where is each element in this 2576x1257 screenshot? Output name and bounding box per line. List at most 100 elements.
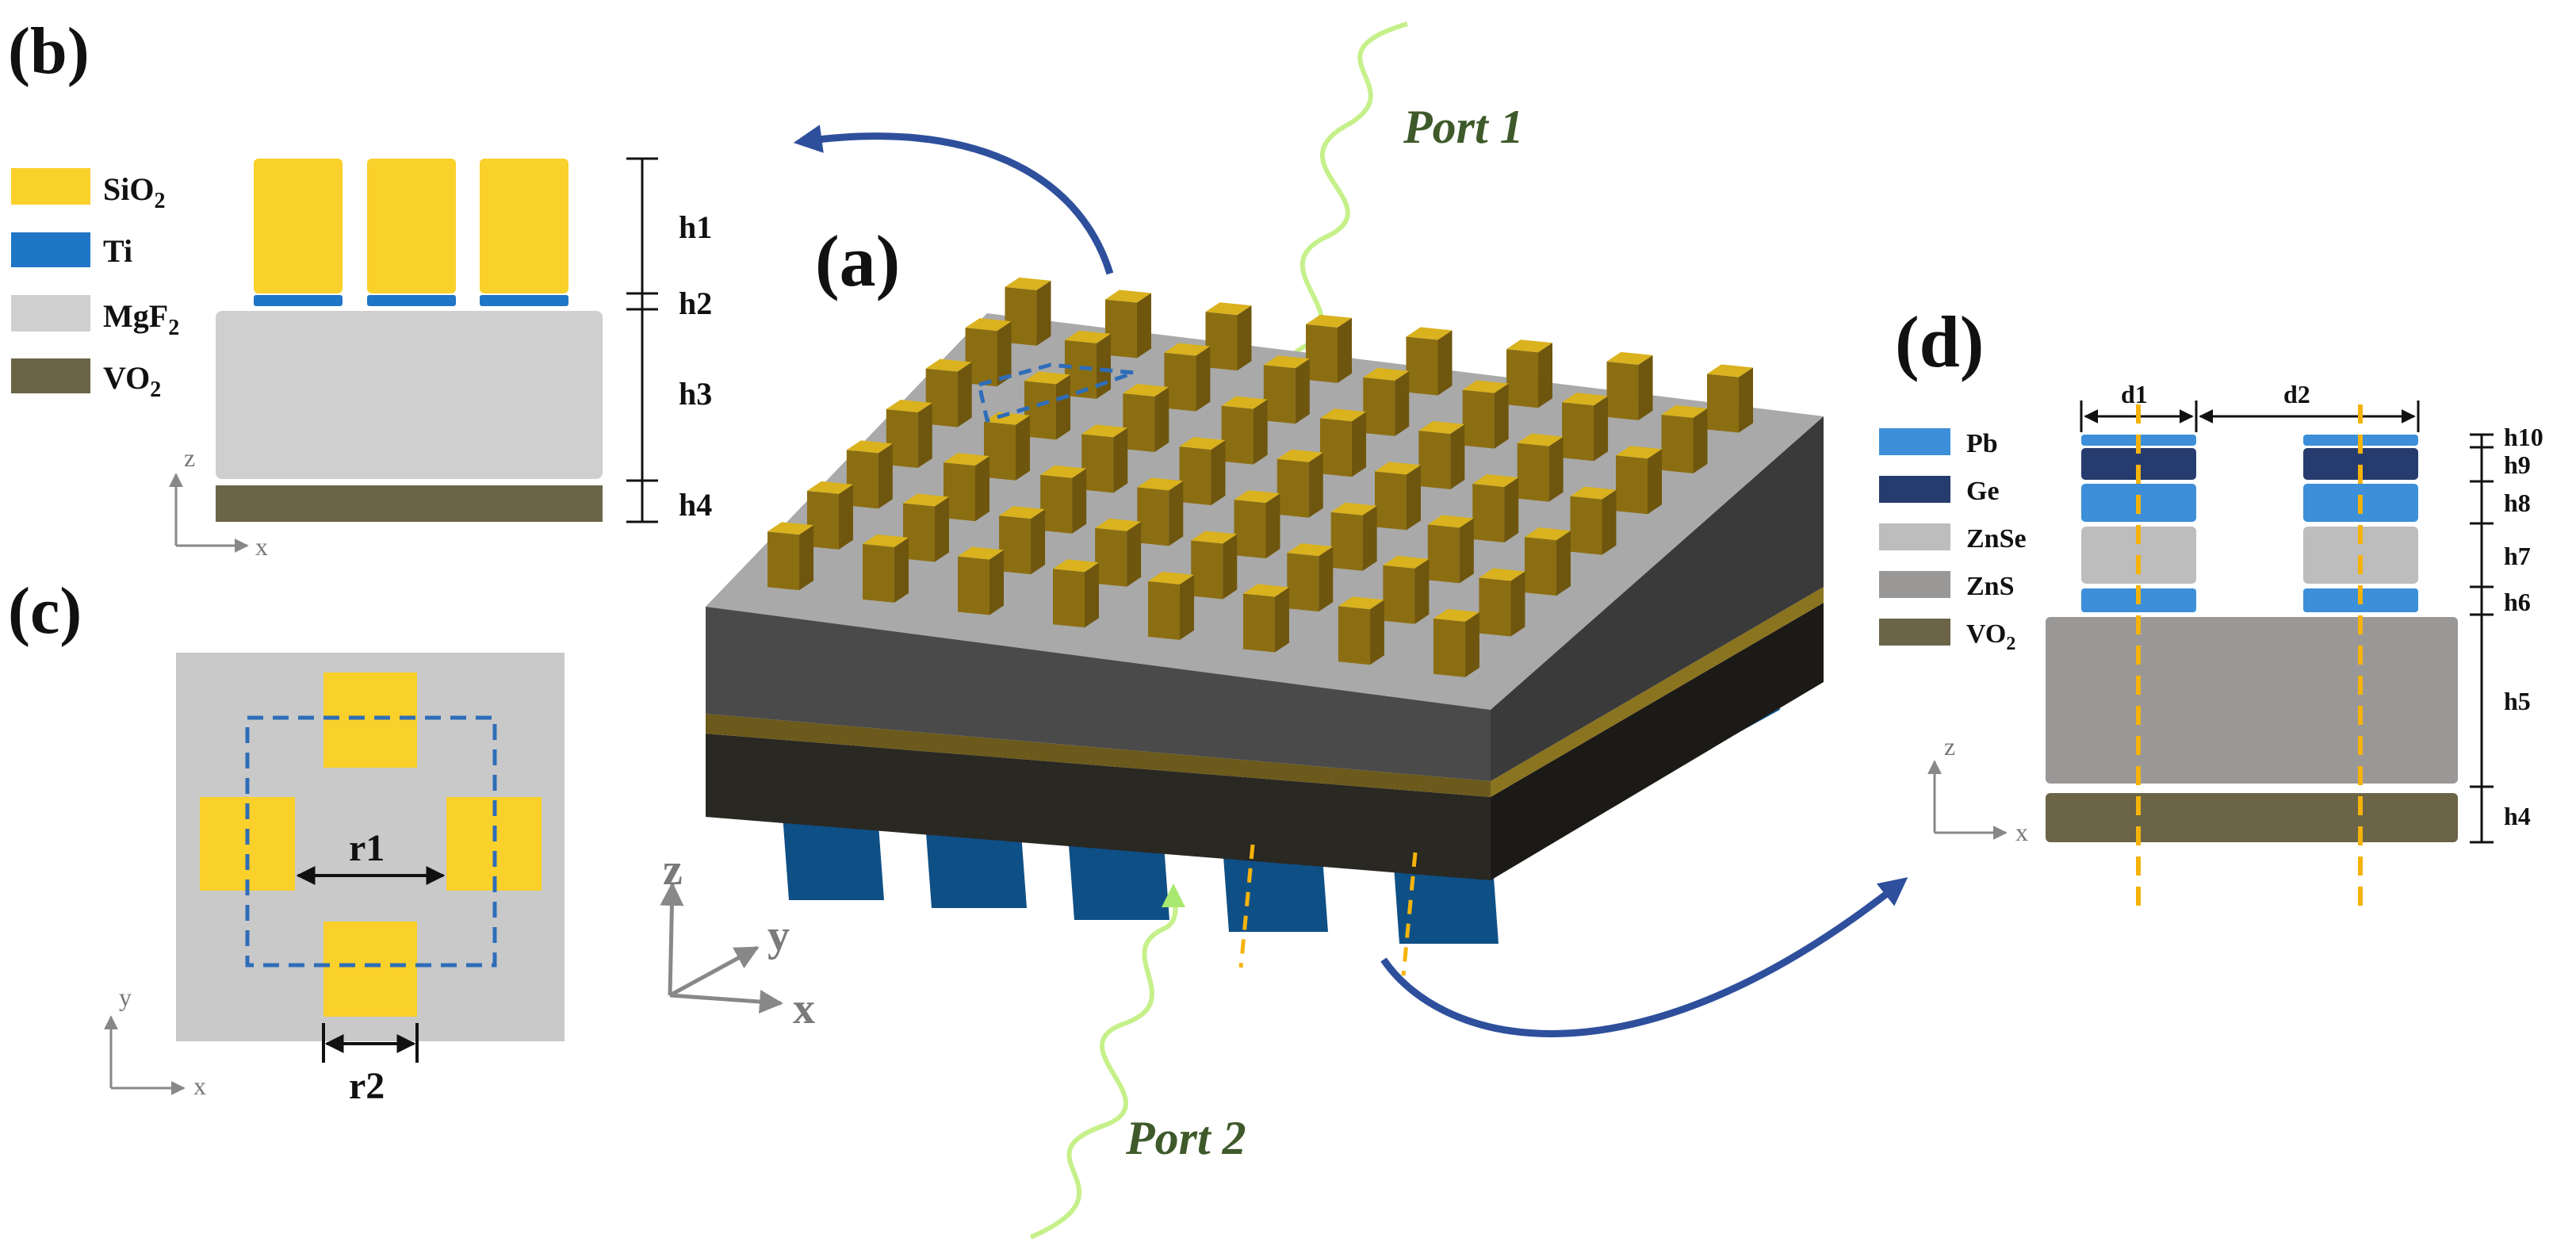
axis-c-y: y (119, 983, 132, 1011)
sio2-pillar-3d-r1-c5 (1462, 380, 1509, 449)
sio2-pillar-3d-r1-c4 (1363, 367, 1410, 436)
legend-swatch-vo2-d (1879, 619, 1950, 646)
sio2-pillar-3d-r4-c6 (1427, 515, 1474, 584)
dim-r1: r1 (349, 827, 385, 869)
sio2-pillar-3d-r3-c1 (983, 412, 1030, 481)
sio2-pillar-3d-r6-c1 (863, 534, 909, 603)
dim-h6: h6 (2504, 588, 2531, 616)
sio2-pillar-3d-r6-c2 (958, 546, 1005, 615)
legend-swatch-zns (1879, 571, 1950, 598)
legend-swatch-mgf2 (11, 295, 90, 331)
sio2-pillar-3d-r0-c5 (1506, 339, 1553, 408)
sio2-pillar-3d-r0-c7 (1707, 364, 1754, 433)
axis-d-x: x (2015, 818, 2028, 846)
legend-label-mgf2: MgF2 (103, 298, 179, 340)
sio2-pillar-3d-r0-c1 (1104, 289, 1151, 358)
arrow-to-panel-b (793, 125, 1114, 275)
sio2-pillar-3d-r0-c0 (1005, 277, 1051, 346)
sio2-pillar-3d-r2-c2 (1123, 383, 1169, 452)
sio2-pillar-3d-r4-c5 (1330, 502, 1377, 571)
legend-label-vo2-d: VO2 (1966, 619, 2015, 654)
sio2-pillar-3d-r2-c5 (1418, 420, 1465, 489)
panel-b-axes (169, 473, 249, 553)
legend-swatch-znse (1879, 523, 1950, 550)
port-2-wave (1029, 883, 1186, 1240)
vo2-lower-front (706, 734, 1491, 880)
sio2-pillar-3d-r5-c6 (1383, 555, 1430, 624)
vo2-layer (216, 485, 603, 522)
sio2-pillar-3d-r2-c6 (1517, 433, 1564, 502)
sio2-pillar-3d-r0-c6 (1606, 351, 1653, 420)
sio2-pillar-3d-r5-c4 (1191, 531, 1238, 600)
legend-label-sio2: SiO2 (103, 171, 165, 213)
legend-swatch-vo2 (11, 358, 90, 393)
mgf2-side (1491, 416, 1824, 781)
sio2-pillar-3d-r3-c4 (1277, 449, 1323, 518)
port-1-wave (1277, 21, 1408, 416)
sio2-pillar-3d-r4-c1 (944, 453, 990, 522)
sio2-pillar-2 (367, 159, 456, 293)
arrow-to-panel-d (1380, 877, 1908, 1037)
sio2-pillar-3d-r0-c2 (1205, 302, 1252, 371)
legend-label-znse: ZnSe (1966, 524, 2027, 554)
panel-c: (c) r1 r2 y x (8, 574, 565, 1107)
sio2-pillar-3d-r3-c5 (1374, 462, 1421, 531)
dim-r2-line (322, 1023, 419, 1063)
sio2-pillar-3d-r0-c3 (1305, 314, 1352, 383)
dim-h3: h3 (679, 376, 712, 412)
axis-a-x: x (793, 984, 815, 1033)
panel-d: (d) Pb Ge ZnSe ZnS VO2 d1 d2 (1879, 301, 2543, 912)
dim-d2: d2 (2283, 380, 2310, 408)
sio2-pillar-3d-r3-c6 (1472, 474, 1519, 543)
sio2-pillar-3d-r6-c7 (1433, 608, 1479, 677)
mgf2-front (706, 607, 1491, 781)
sio2-pillar-3d-r2-c1 (1024, 371, 1070, 440)
dim-h1: h1 (679, 209, 712, 245)
panel-b: (b) SiO2 Ti MgF2 VO2 (8, 14, 712, 561)
sio2-pillar-3d-r5-c5 (1287, 543, 1334, 612)
dim-h8: h8 (2504, 489, 2531, 517)
axis-b-x: x (255, 532, 268, 561)
panel-b-dimensions (626, 157, 658, 523)
panel-d-label: (d) (1895, 301, 1984, 382)
sio2-pillar-3d-r3-c0 (886, 400, 932, 469)
legend-label-zns: ZnS (1966, 572, 2015, 601)
zns-layer (2046, 617, 2458, 784)
sio2-pillar-3d-r2-c3 (1221, 396, 1268, 465)
sio2-pillar-3d-r2-c7 (1615, 446, 1662, 515)
sio2-pillar-3d-r4-c3 (1137, 477, 1184, 546)
sio2-pillar-3d-r1-c6 (1562, 393, 1609, 462)
unit-cell-dashed-outline (245, 715, 497, 968)
panel-a-axes (660, 882, 783, 1014)
sio2-pillar-3d-r6-c6 (1338, 596, 1384, 665)
sio2-pillar-3d-r4-c7 (1524, 527, 1571, 596)
sio2-pillar-3d-r4-c0 (846, 440, 893, 509)
sio2-pillar-array (767, 277, 1754, 677)
panel-b-label: (b) (8, 14, 90, 88)
panel-c-label: (c) (8, 574, 82, 648)
axis-a-z: z (663, 845, 683, 895)
mgf2-layer (216, 311, 603, 479)
legend-label-ti: Ti (103, 233, 132, 269)
dim-d1: d1 (2121, 380, 2148, 408)
dim-r2: r2 (349, 1065, 385, 1107)
sio2-pillar-3d-r1-c0 (965, 318, 1012, 387)
vo2-layer-d (2046, 793, 2458, 842)
gold-stripe-front (706, 714, 1491, 797)
sio2-bottom-pillar (323, 922, 417, 1017)
legend-label-pb: Pb (1966, 429, 1998, 458)
axis-c-x: x (193, 1071, 206, 1100)
axis-b-z: z (184, 443, 195, 472)
panel-a: (a) Port 1 (660, 21, 1908, 1240)
sio2-pillar-3 (480, 159, 568, 293)
sio2-pillar-3d-r5-c3 (1095, 518, 1142, 587)
sio2-pillar-3d-r0-c4 (1406, 327, 1453, 396)
sio2-pillar-3d-r2-c0 (925, 358, 972, 427)
sio2-pillar-3d-r5-c0 (806, 481, 853, 550)
legend-swatch-ge (1879, 476, 1950, 503)
dim-h9: h9 (2504, 450, 2531, 479)
sio2-pillar-3d-r3-c7 (1570, 486, 1617, 555)
legend-label-ge: Ge (1966, 477, 2000, 506)
sio2-pillar-3d-r4-c4 (1234, 490, 1280, 559)
